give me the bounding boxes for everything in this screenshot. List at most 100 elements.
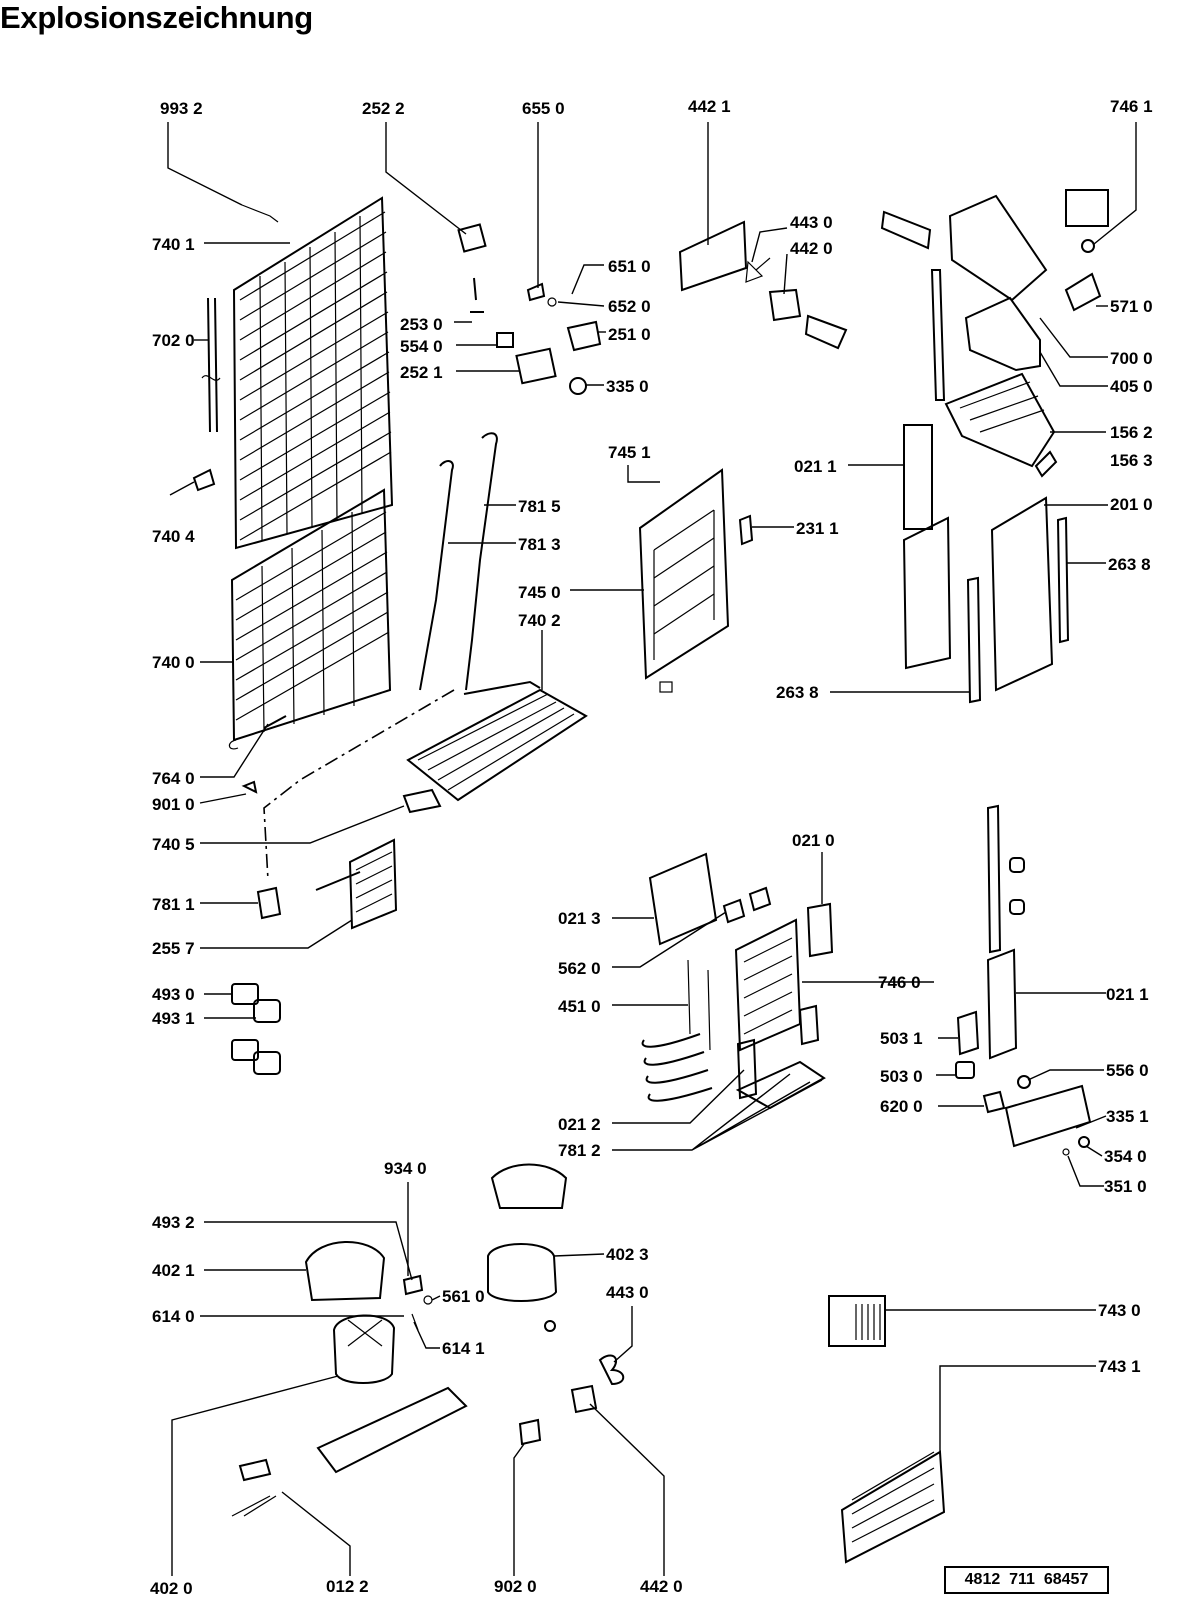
label-354-0: 354 0 bbox=[1104, 1147, 1147, 1166]
valve-571-0 bbox=[1064, 272, 1102, 312]
label-442-0-lower: 442 0 bbox=[640, 1577, 683, 1596]
label-651-0: 651 0 bbox=[608, 257, 651, 276]
label-255-7: 255 7 bbox=[152, 939, 195, 958]
label-402-1: 402 1 bbox=[152, 1261, 195, 1280]
label-746-1: 746 1 bbox=[1110, 97, 1153, 116]
part-503-0 bbox=[955, 1061, 975, 1079]
label-263-8-right: 263 8 bbox=[1108, 555, 1151, 574]
fan-blade-upper bbox=[745, 257, 771, 283]
label-443-0-upper: 443 0 bbox=[790, 213, 833, 232]
label-252-1: 252 1 bbox=[400, 363, 443, 382]
insulation-021-0 bbox=[806, 902, 834, 958]
insulation-right bbox=[798, 1004, 820, 1046]
label-405-0: 405 0 bbox=[1110, 377, 1153, 396]
label-021-1-lower: 021 1 bbox=[1106, 985, 1149, 1004]
part-934-0 bbox=[402, 1274, 424, 1296]
capillary-route bbox=[263, 689, 455, 881]
heater-451-0 bbox=[641, 1033, 713, 1102]
label-562-0: 562 0 bbox=[558, 959, 601, 978]
label-493-1: 493 1 bbox=[152, 1009, 195, 1028]
label-554-0: 554 0 bbox=[400, 337, 443, 356]
label-231-1: 231 1 bbox=[796, 519, 839, 538]
label-781-1: 781 1 bbox=[152, 895, 195, 914]
label-012-2: 012 2 bbox=[326, 1577, 369, 1596]
label-493-2: 493 2 bbox=[152, 1213, 195, 1232]
part-354-0 bbox=[1078, 1136, 1090, 1148]
drip-tray-781-2 bbox=[735, 1060, 826, 1110]
label-740-1: 740 1 bbox=[152, 235, 195, 254]
part-655-0 bbox=[526, 282, 546, 302]
part-012-2 bbox=[238, 1458, 272, 1482]
label-442-1: 442 1 bbox=[688, 97, 731, 116]
part-554-0 bbox=[496, 332, 514, 348]
label-451-0: 451 0 bbox=[558, 997, 601, 1016]
label-614-0: 614 0 bbox=[152, 1307, 195, 1326]
label-740-5: 740 5 bbox=[152, 835, 195, 854]
part-746-1 bbox=[1065, 189, 1109, 227]
part-493-1 bbox=[253, 999, 281, 1023]
label-021-3: 021 3 bbox=[558, 909, 601, 928]
kick-plate-743-1 bbox=[840, 1450, 946, 1564]
label-253-0: 253 0 bbox=[400, 315, 443, 334]
part-746-1-nut bbox=[1081, 239, 1095, 253]
insulation-021-1-lower bbox=[986, 948, 1018, 1060]
label-556-0: 556 0 bbox=[1106, 1061, 1149, 1080]
evaporator-746-0 bbox=[734, 918, 802, 1052]
fan-motor-upper bbox=[768, 288, 848, 350]
panel-201-0 bbox=[990, 496, 1054, 692]
bracket-902-0 bbox=[518, 1418, 542, 1446]
part-drawings bbox=[192, 189, 1109, 1517]
label-335-0: 335 0 bbox=[606, 377, 649, 396]
label-902-0: 902 0 bbox=[494, 1577, 537, 1596]
part-493-0b bbox=[231, 1039, 259, 1061]
part-493-1b bbox=[253, 1051, 281, 1075]
condenser-upper bbox=[232, 196, 394, 550]
tube-781-5 bbox=[465, 432, 498, 691]
part-251-0 bbox=[566, 320, 602, 352]
label-021-1-upper: 021 1 bbox=[794, 457, 837, 476]
label-571-0: 571 0 bbox=[1110, 297, 1153, 316]
label-781-3: 781 3 bbox=[518, 535, 561, 554]
label-764-0: 764 0 bbox=[152, 769, 195, 788]
tube-left bbox=[207, 297, 218, 433]
left-strip bbox=[930, 269, 946, 401]
evaporator-plate bbox=[638, 468, 730, 693]
base-plate bbox=[316, 1386, 468, 1474]
right-lower-parts bbox=[955, 804, 1092, 1156]
heater-grid-255-7 bbox=[315, 838, 398, 930]
condenser-lower bbox=[228, 488, 392, 750]
label-351-0: 351 0 bbox=[1104, 1177, 1147, 1196]
part-781-1 bbox=[256, 886, 282, 920]
label-743-1: 743 1 bbox=[1098, 1357, 1141, 1376]
label-156-2: 156 2 bbox=[1110, 423, 1153, 442]
label-503-1: 503 1 bbox=[880, 1029, 923, 1048]
label-993-2: 993 2 bbox=[160, 99, 203, 118]
bracket-740-4 bbox=[192, 468, 216, 492]
fan-motor-442-0 bbox=[570, 1384, 598, 1414]
label-493-0: 493 0 bbox=[152, 985, 195, 1004]
label-402-0: 402 0 bbox=[150, 1579, 193, 1598]
part-740-5 bbox=[402, 788, 442, 814]
label-252-2: 252 2 bbox=[362, 99, 405, 118]
part-764-0 bbox=[263, 715, 287, 729]
part-561-0 bbox=[423, 1295, 433, 1305]
control-plate bbox=[1004, 1084, 1092, 1148]
part-252-1 bbox=[515, 347, 557, 385]
top-panel bbox=[880, 210, 932, 250]
part-503-1 bbox=[956, 1010, 980, 1056]
fan-blade-443-0 bbox=[598, 1354, 625, 1386]
part-562-0 bbox=[722, 886, 772, 924]
label-781-2: 781 2 bbox=[558, 1141, 601, 1160]
label-745-1: 745 1 bbox=[608, 443, 651, 462]
label-901-0: 901 0 bbox=[152, 795, 195, 814]
ice-maker-bracket bbox=[948, 194, 1048, 302]
part-901-0 bbox=[241, 780, 258, 794]
label-156-3: 156 3 bbox=[1110, 451, 1153, 470]
panel-left bbox=[902, 516, 952, 670]
label-934-0: 934 0 bbox=[384, 1159, 427, 1178]
ice-maker-405 bbox=[964, 296, 1041, 372]
label-740-0: 740 0 bbox=[152, 653, 195, 672]
label-652-0: 652 0 bbox=[608, 297, 651, 316]
part-620-0 bbox=[982, 1090, 1006, 1114]
part-351-0 bbox=[1062, 1148, 1070, 1156]
